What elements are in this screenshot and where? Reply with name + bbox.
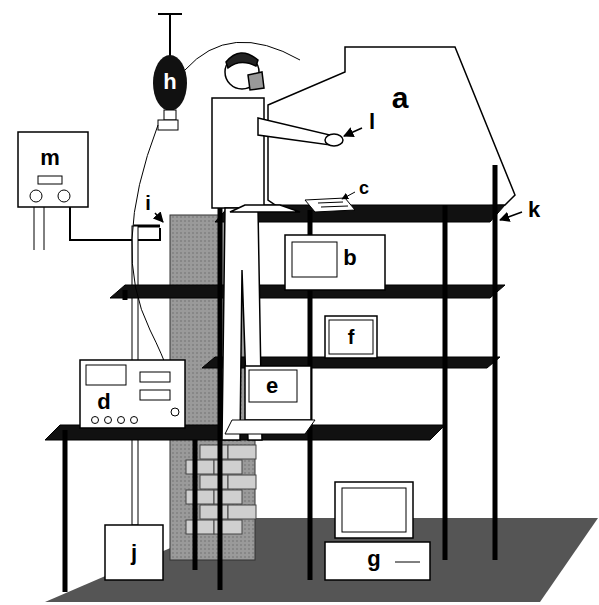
callout-letter: a [392,83,409,113]
callout-letter: c [359,179,369,197]
callout-letter: f [348,327,355,347]
operator [212,53,343,440]
rack [45,205,505,440]
callout-letter: h [163,71,176,93]
callout-letter: e [266,375,278,397]
callout-letter: g [367,548,380,570]
display [38,176,62,184]
callout-letter: b [343,247,356,269]
callout-letter: d [97,391,110,413]
rack-posts [65,165,495,592]
callout-letter: m [40,147,60,169]
callout-letter: l [369,111,375,133]
sampling-bag [153,55,187,111]
control-box [18,132,88,207]
callout-letter: j [131,542,137,564]
callout-letter: i [145,193,151,213]
floor [45,518,598,602]
callout-letter: k [528,199,540,221]
